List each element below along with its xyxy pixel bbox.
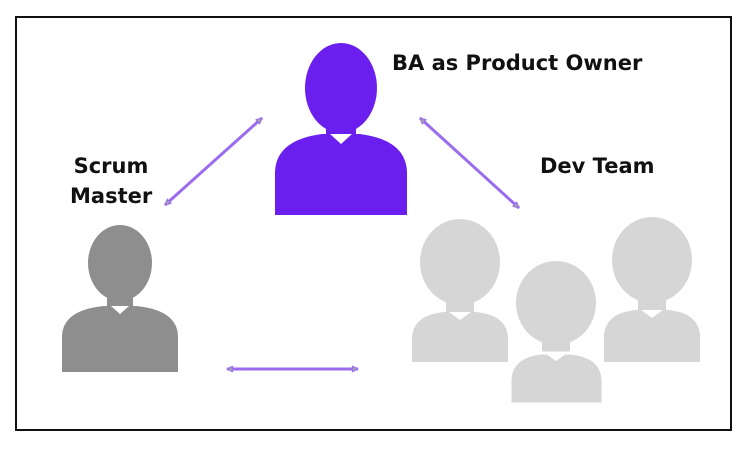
scrum-master-label-line2: Master — [70, 184, 153, 208]
product-owner-person-icon — [275, 43, 407, 215]
dev-team-member-right — [604, 217, 700, 362]
scrum-master-person-icon — [62, 225, 178, 372]
product-owner-label: BA as Product Owner — [392, 51, 643, 75]
dev-team-label: Dev Team — [540, 154, 655, 178]
dev-team-person-group-icon — [412, 217, 700, 406]
connector-product-owner-dev-team — [418, 116, 521, 210]
scrum-master-collar — [111, 306, 129, 314]
scrum-master-label-line1: Scrum — [73, 154, 149, 178]
dev-team-member-left — [412, 219, 508, 362]
connector-scrum-master-product-owner — [163, 116, 264, 207]
product-owner-collar — [330, 134, 352, 144]
dev-team-member-center — [508, 261, 605, 406]
